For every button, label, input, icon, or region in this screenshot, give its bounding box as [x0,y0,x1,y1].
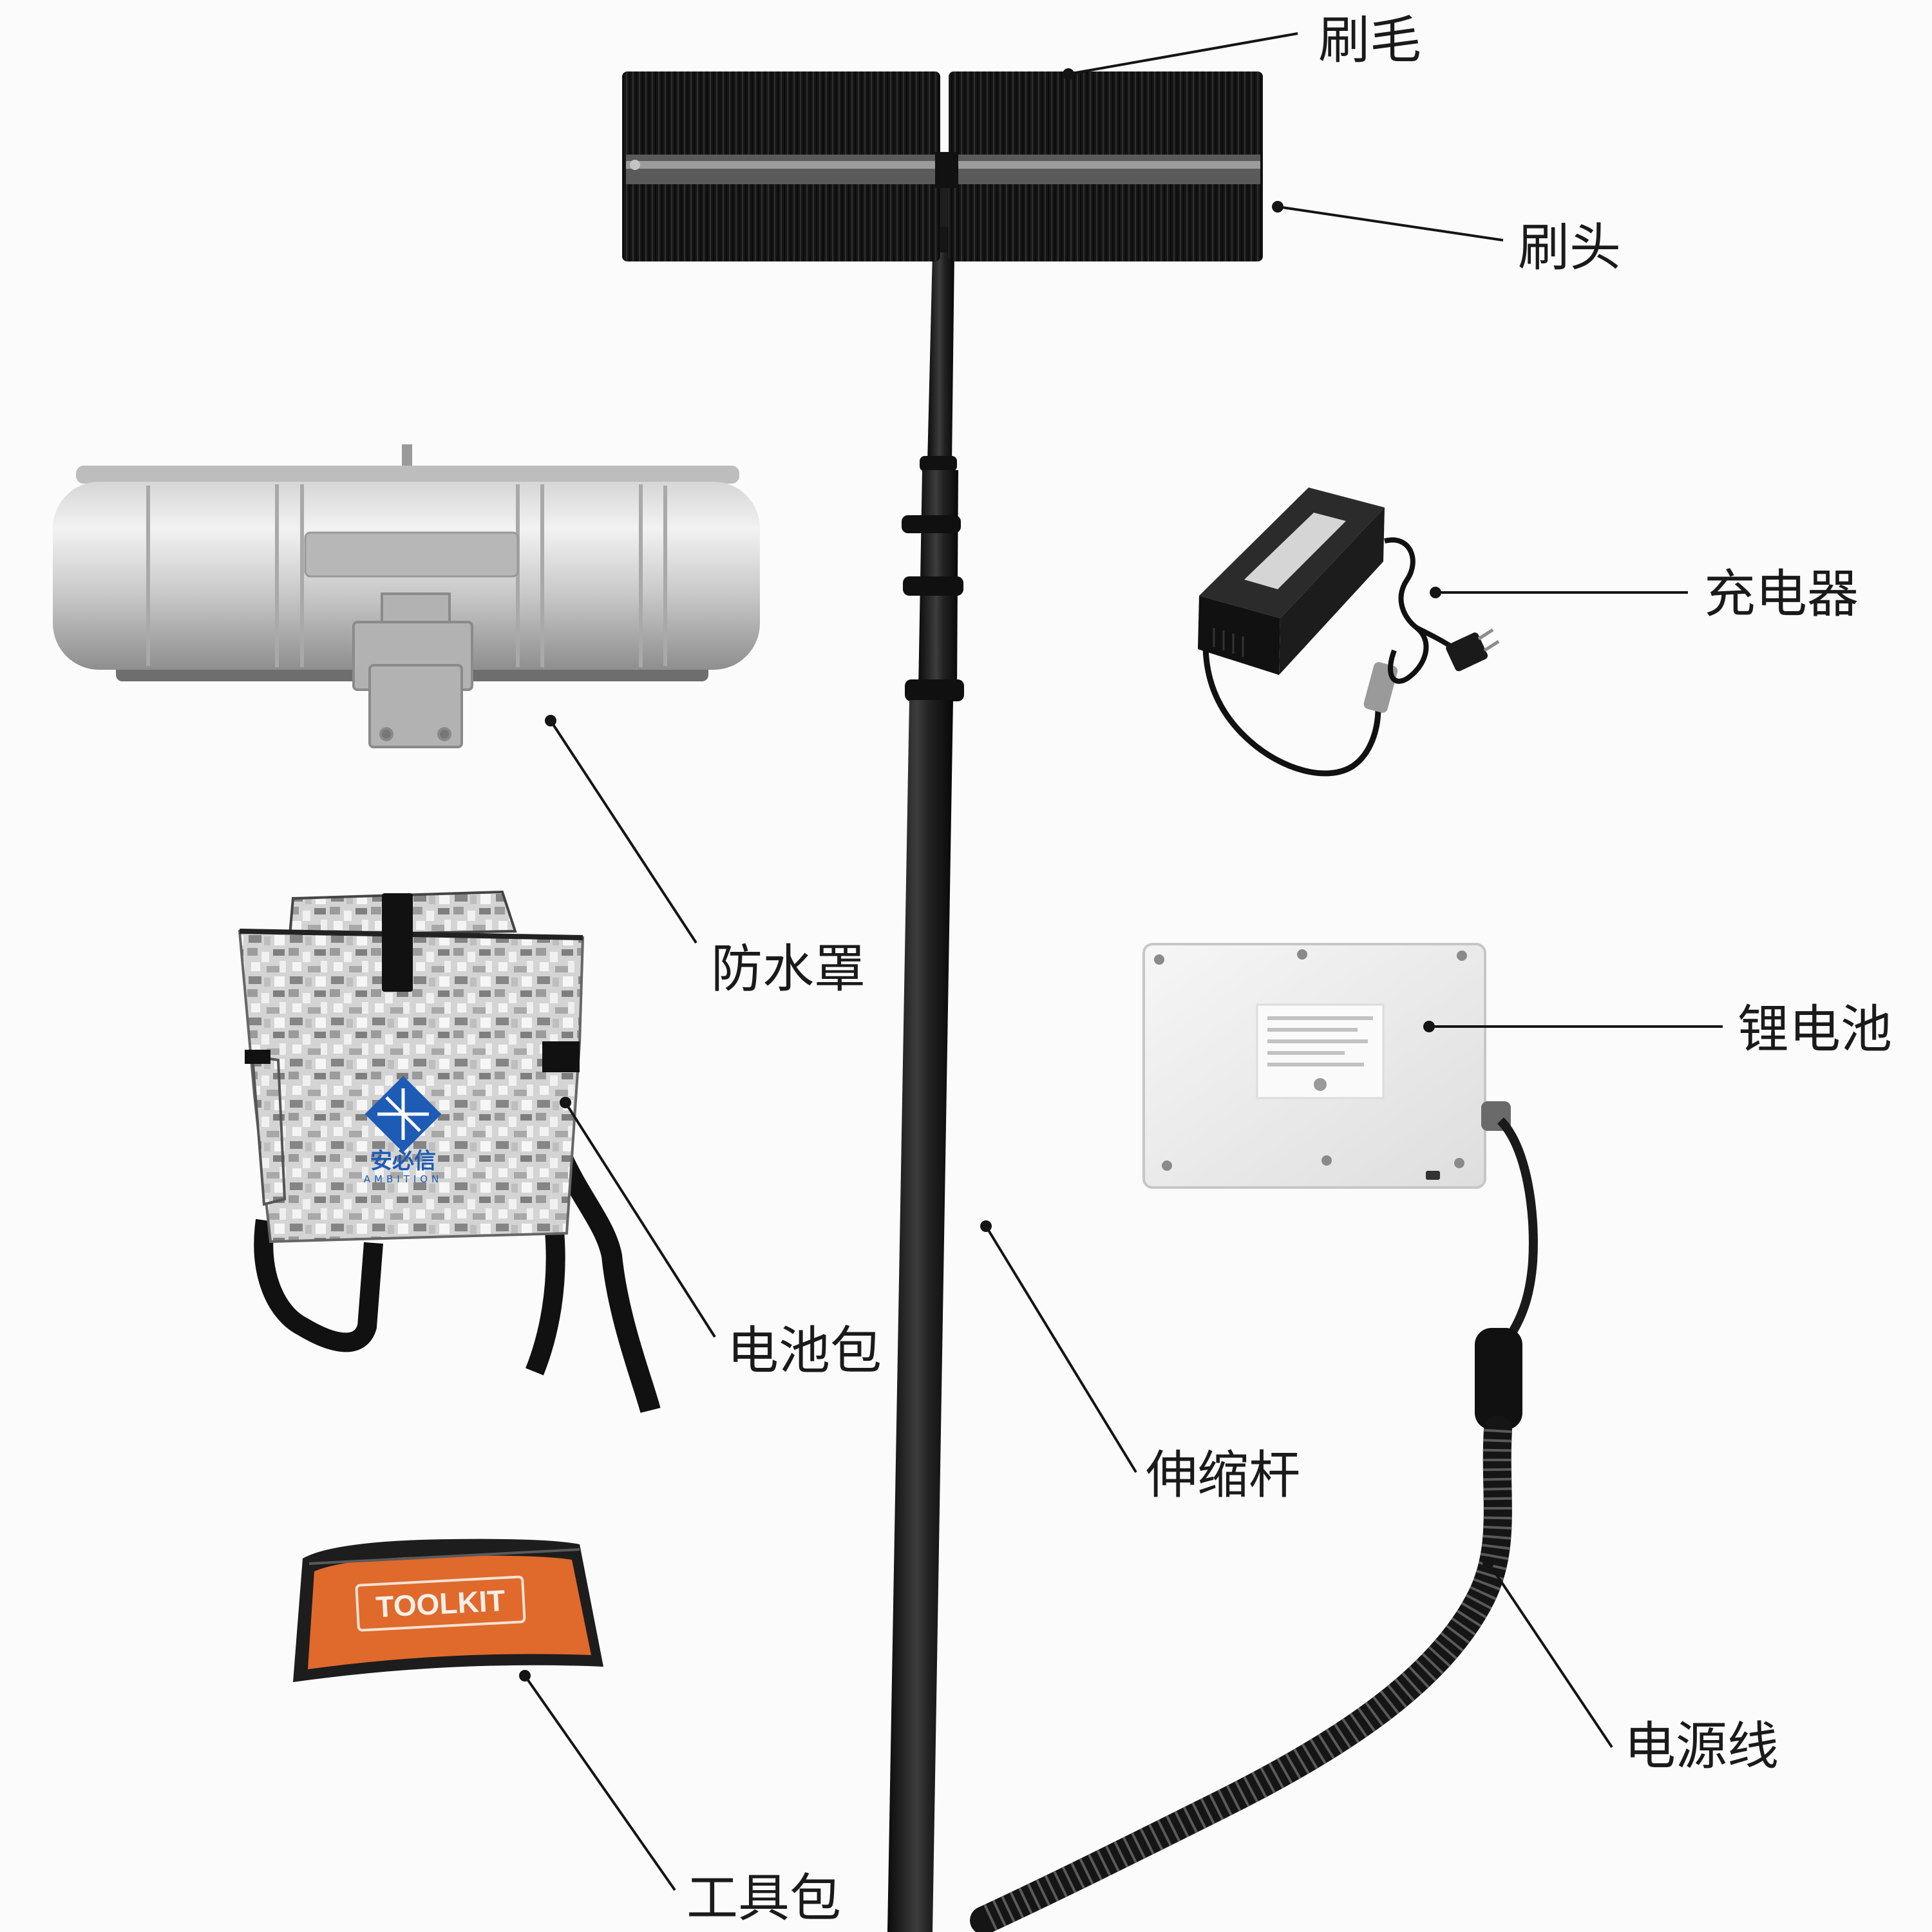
toolkit-badge-text: TOOLKIT [375,1584,506,1624]
leader-line-battery-bag [564,1101,716,1338]
charger-plug [1446,632,1488,672]
toolkit-bag: TOOLKIT [293,1539,603,1682]
leader-line-bristles [1068,32,1298,75]
pole-clamp-4 [905,679,964,701]
leader-dot-brush-head [1272,201,1283,213]
pole-clamp-2 [902,515,961,533]
bag-left-strap [254,1218,383,1352]
bag-top-strap [382,893,413,992]
label-waterproof-cover: 防水罩 [711,939,866,999]
leader-dot-power-cord [1482,1557,1494,1568]
pole-clamp-3 [903,576,963,596]
battery-screws [1154,949,1467,1171]
waterproof-cover [53,444,760,748]
leader-line-toolkit [524,1674,676,1891]
pole-segment-3 [887,700,953,1932]
label-toolkit: 工具包 [687,1868,841,1928]
leader-dot-bristles [1063,68,1074,80]
leader-lines [519,32,1723,1891]
leader-line-brush-head [1277,205,1504,242]
bag-right-strap-inner [526,1222,565,1376]
label-battery-bag: 电池包 [727,1321,882,1381]
leader-line-telescopic-pole [985,1225,1137,1473]
charger-output-cord [1202,643,1381,777]
power-cord-upper [1497,1117,1538,1333]
battery-bag: 安必信 AMBITION [238,890,661,1414]
bag-side-strap-right [542,1041,580,1072]
lithium-battery [1142,943,1511,1189]
charger-vent [1213,628,1244,657]
label-bristles: 刷毛 [1318,10,1421,70]
leader-line-waterproof-cover [549,719,697,944]
brush-bar-bolt [630,160,640,170]
battery-spec-label [1256,1003,1385,1099]
leader-dot-telescopic-pole [980,1220,992,1232]
leader-dot-waterproof-cover [545,715,556,726]
brand-name-en: AMBITION [364,1173,443,1185]
charger-plug-prongs [1477,628,1500,652]
label-lithium-battery: 锂电池 [1738,999,1892,1059]
bag-side-strap-left [245,1050,270,1064]
leader-dot-lithium-battery [1423,1021,1435,1032]
label-telescopic-pole: 伸缩杆 [1146,1445,1300,1505]
bag-right-strap-outer [551,1148,661,1414]
cover-top-rail [76,466,739,484]
battery-switch [1426,1171,1440,1180]
component-labels: 刷毛 刷头 充电器 防水罩 锂电池 电池包 伸缩杆 电源线 工具包 [687,10,1892,1928]
power-cord [970,1117,1538,1932]
leader-dot-toolkit [519,1670,531,1681]
power-cord-coil-turns [978,1428,1512,1932]
label-charger: 充电器 [1704,564,1859,624]
charger-side-face [1279,507,1385,675]
cover-ribs [146,484,667,667]
toolkit-bag-zipper [308,1548,580,1565]
pole-clamp-1 [920,456,957,471]
brand-logo-pinwheel-icon [377,1088,429,1140]
power-cord-inline-module [1475,1328,1522,1430]
label-power-cord: 电源线 [1624,1716,1779,1776]
leader-line-power-cord [1487,1561,1613,1748]
charger-front-face [1198,596,1280,675]
label-brush-head: 刷头 [1518,218,1621,278]
charger [1198,488,1500,777]
brush-head [622,71,1263,261]
brand-name-cn: 安必信 [370,1148,436,1174]
toolkit-badge: TOOLKIT [355,1575,526,1632]
leader-dot-charger [1430,587,1441,598]
pole-segment-1 [927,252,954,464]
cover-bracket [352,592,473,748]
charger-sticker [1244,513,1346,589]
cover-name-plate [304,531,519,578]
leader-dot-battery-bag [560,1097,571,1108]
brush-center-mount [935,152,958,188]
